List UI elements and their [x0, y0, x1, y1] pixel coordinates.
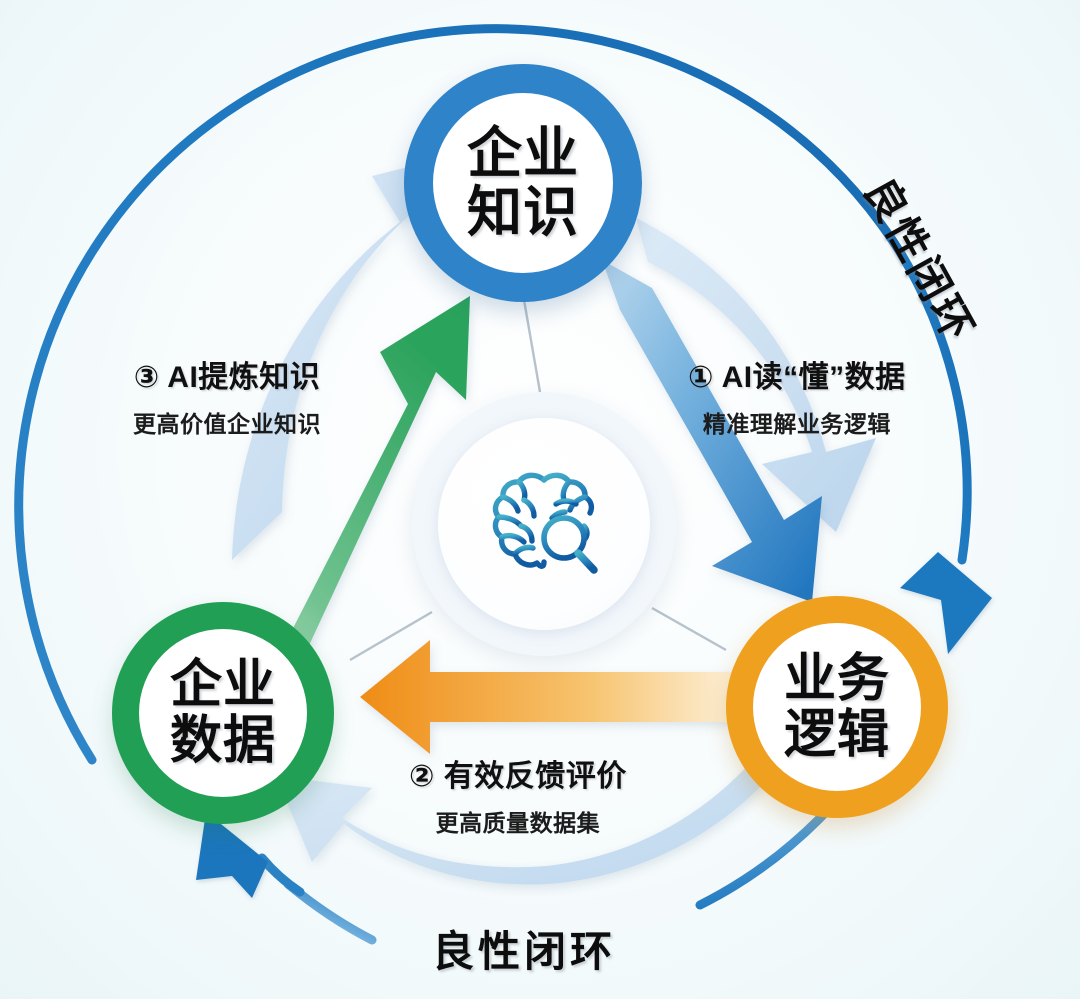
hub-spokes [349, 299, 727, 662]
node-knowledge-label-line1: 企业 [466, 121, 579, 184]
step-3-label: ③ AI提炼知识 更高价值企业知识 [133, 352, 321, 439]
step-2-label: ② 有效反馈评价 更高质量数据集 [409, 751, 627, 838]
step-1-title: ① AI读“懂”数据 [688, 361, 906, 394]
loop-caption-bottom: 良性闭环 [432, 928, 617, 975]
step-2-title: ② 有效反馈评价 [409, 760, 627, 793]
node-enterprise-knowledge[interactable]: 企业 知识 [404, 64, 642, 302]
step-1-subtitle: 精准理解业务逻辑 [702, 411, 891, 437]
arrow-step-3 [238, 296, 470, 682]
node-business-logic[interactable]: 业务 逻辑 [726, 596, 948, 818]
center-hub-inner [438, 418, 650, 630]
step-1-label: ① AI读“懂”数据 精准理解业务逻辑 [688, 352, 906, 439]
arrow-step-1 [602, 260, 822, 602]
node-logic-label-line1: 业务 [783, 649, 890, 708]
outer-loop-ring [14, 24, 992, 945]
step-3-title: ③ AI提炼知识 [133, 361, 321, 394]
arrow-step-2 [360, 640, 744, 754]
node-knowledge-label-line2: 知识 [466, 181, 579, 243]
center-hub [412, 392, 676, 656]
node-enterprise-data[interactable]: 企业 数据 [112, 602, 334, 824]
step-2-subtitle: 更高质量数据集 [435, 810, 601, 836]
node-data-label-line1: 企业 [169, 655, 276, 714]
step-3-subtitle: 更高价值企业知识 [133, 411, 321, 437]
node-logic-label-line2: 逻辑 [783, 706, 890, 764]
brain-magnifier-icon [492, 472, 598, 574]
node-data-label-line2: 数据 [169, 712, 276, 770]
